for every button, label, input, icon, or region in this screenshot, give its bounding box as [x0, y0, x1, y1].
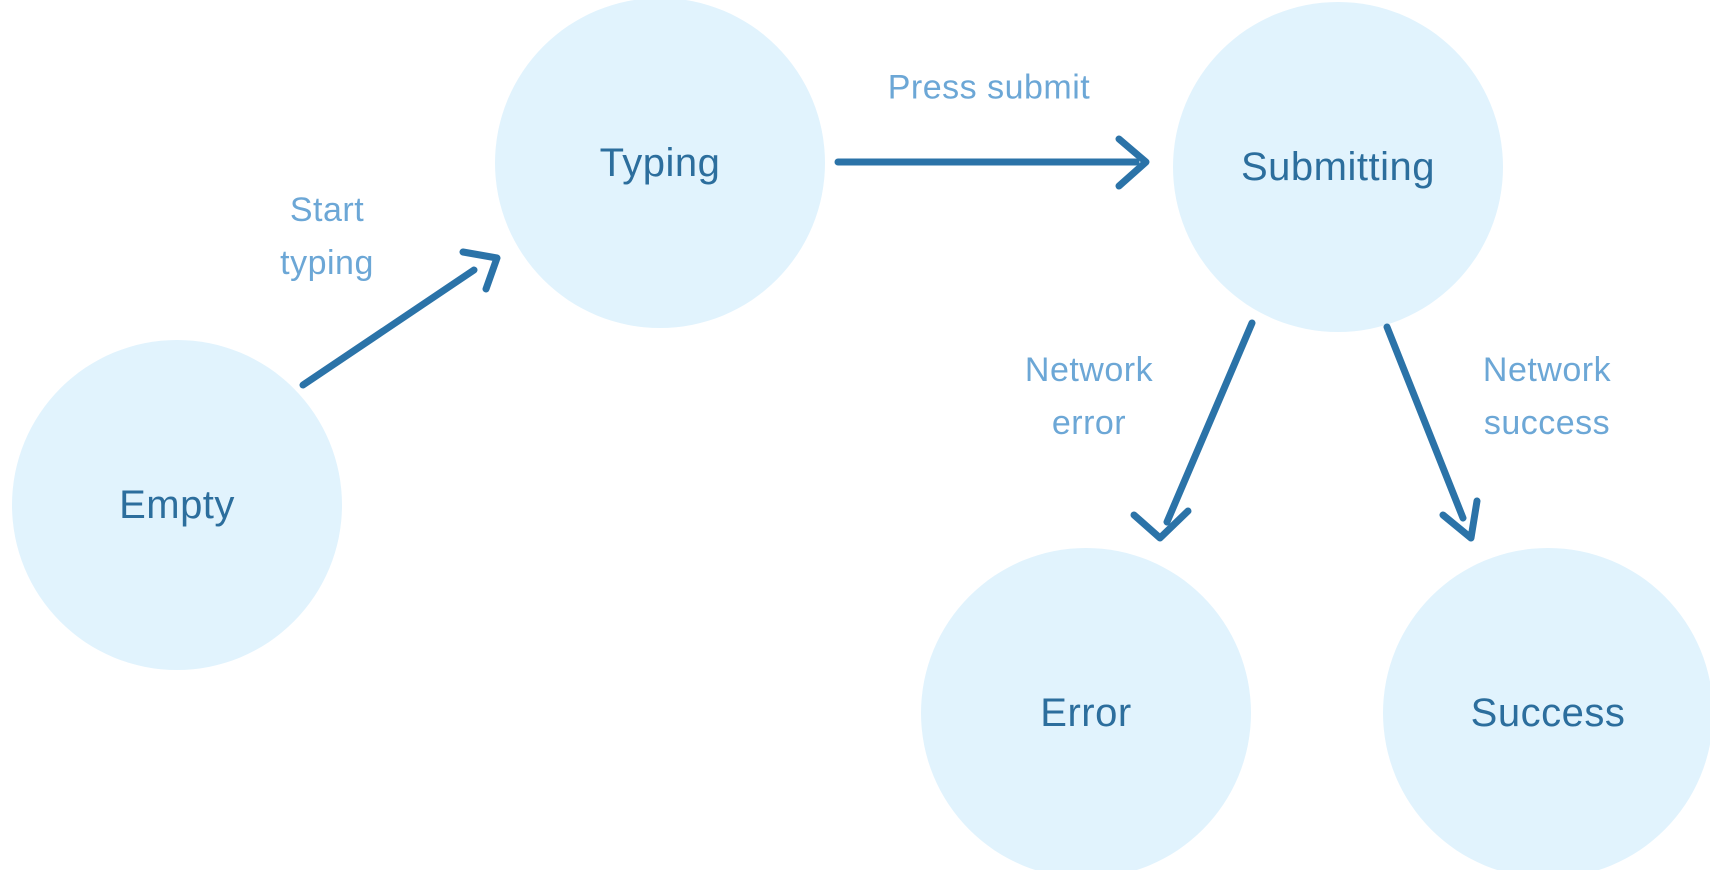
- state-label-submitting: Submitting: [1241, 144, 1435, 189]
- state-label-typing: Typing: [599, 140, 721, 185]
- state-label-error: Error: [1040, 690, 1132, 735]
- state-node-typing: Typing: [495, 0, 825, 328]
- state-node-success: Success: [1383, 548, 1710, 870]
- edge-label-press-submit: Press submit: [887, 68, 1091, 107]
- state-node-empty: Empty: [12, 340, 342, 670]
- edge-arrow-press-submit: [834, 135, 1150, 190]
- edge-label-start-typing: Start typing: [280, 191, 374, 282]
- edge-label-network-error: Network error: [1024, 351, 1154, 442]
- state-label-success: Success: [1470, 690, 1626, 735]
- state-node-error: Error: [921, 548, 1251, 870]
- state-label-empty: Empty: [119, 482, 235, 527]
- state-node-submitting: Submitting: [1173, 2, 1503, 332]
- edge-label-network-success: Network success: [1482, 351, 1612, 442]
